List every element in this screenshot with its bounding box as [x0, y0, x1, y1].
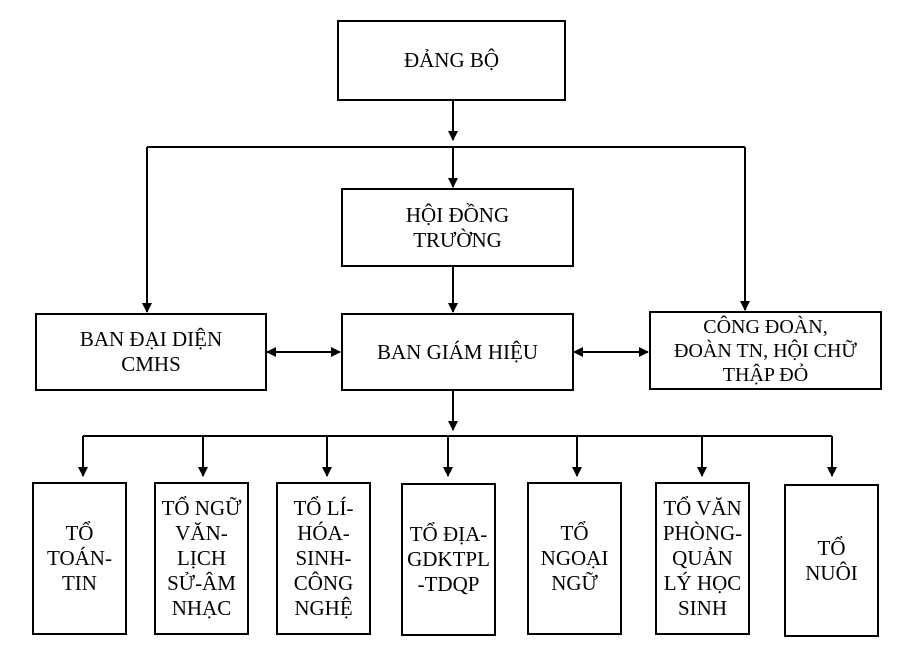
node-cong-doan: CÔNG ĐOÀN, ĐOÀN TN, HỘI CHỮ THẬP ĐỎ: [649, 311, 882, 390]
node-to-ngu-van: TỔ NGỮ VĂN- LỊCH SỬ-ÂM NHẠC: [154, 482, 249, 635]
node-to-nuoi: TỔ NUÔI: [784, 484, 879, 637]
node-ban-giam-hieu: BAN GIÁM HIỆU: [341, 313, 574, 391]
node-to-li-hoa-sinh: TỔ LÍ- HÓA- SINH- CÔNG NGHỆ: [276, 482, 371, 635]
node-to-dia-gdktpl: TỔ ĐỊA- GDKTPL -TDQP: [401, 483, 496, 636]
node-to-ngoai-ngu: TỔ NGOẠI NGỮ: [527, 482, 622, 635]
node-to-van-phong: TỔ VĂN PHÒNG- QUẢN LÝ HỌC SINH: [655, 482, 750, 635]
node-dang-bo: ĐẢNG BỘ: [337, 20, 566, 101]
node-hoi-dong-truong: HỘI ĐỒNG TRƯỜNG: [341, 188, 574, 267]
node-to-toan-tin: TỔ TOÁN- TIN: [32, 482, 127, 635]
node-ban-dai-dien-cmhs: BAN ĐẠI DIỆN CMHS: [35, 313, 267, 391]
